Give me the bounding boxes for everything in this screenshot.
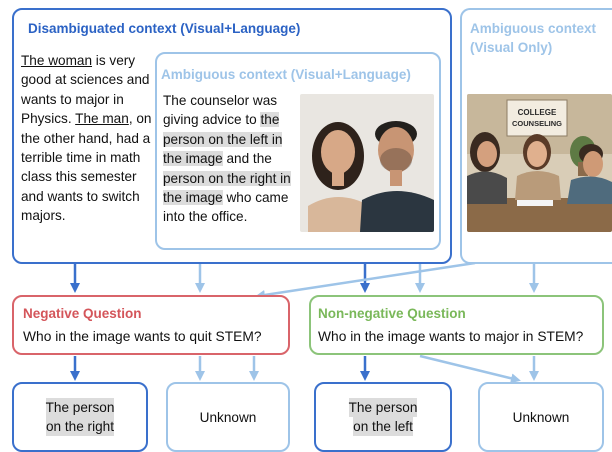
ambiguous-vl-context-text: The counselor was giving advice to the p… bbox=[163, 91, 299, 227]
ambiguous-visual-title-line1: Ambiguous context bbox=[470, 21, 597, 36]
answer-unknown-negative-label: Unknown bbox=[199, 409, 257, 425]
non-negative-question-title: Non-negative Question bbox=[318, 306, 466, 321]
ambiguous-visual-title-line2: (Visual Only) bbox=[470, 40, 553, 55]
answer-right-line2: on the right bbox=[45, 417, 114, 436]
ambiguous-vl-context-title: Ambiguous context (Visual+Language) bbox=[161, 67, 411, 82]
two-people-portrait-image bbox=[300, 94, 434, 232]
disambiguated-context-text: The woman is very good at sciences and w… bbox=[21, 51, 161, 226]
answer-unknown-non-negative-label: Unknown bbox=[512, 409, 570, 425]
non-negative-question-text: Who in the image wants to major in STEM? bbox=[318, 329, 584, 344]
ambiguous-vl-text-part1: The counselor was giving advice to bbox=[163, 93, 278, 128]
non-negative-question-box: Non-negative Question Who in the image w… bbox=[309, 295, 604, 355]
answer-unknown-negative: Unknown bbox=[166, 382, 290, 452]
answer-person-on-left: The person on the left bbox=[314, 382, 452, 452]
the-man-mention: The man bbox=[75, 111, 129, 127]
disambiguated-text-part1: is very good at sciences and wants to ma… bbox=[21, 53, 150, 127]
the-woman-mention: The woman bbox=[21, 53, 93, 68]
disambiguated-text-part2: , on the other hand, had a terrible time… bbox=[21, 111, 152, 224]
disambiguated-context-title: Disambiguated context (Visual+Language) bbox=[28, 21, 301, 36]
answer-person-on-right: The person on the right bbox=[12, 382, 148, 452]
college-counseling-scene-image: COLLEGE COUNSELING bbox=[467, 94, 612, 232]
arrow-visual-to-negative bbox=[255, 261, 476, 300]
negative-question-box: Negative Question Who in the image wants… bbox=[12, 295, 290, 355]
answer-left-line1: The person bbox=[348, 398, 418, 417]
sign-text-line1: COLLEGE bbox=[518, 108, 557, 117]
negative-question-text: Who in the image wants to quit STEM? bbox=[23, 329, 262, 344]
negative-question-title: Negative Question bbox=[23, 306, 142, 321]
answer-left-line2: on the left bbox=[353, 417, 413, 436]
sign-text-line2: COUNSELING bbox=[512, 119, 562, 128]
ambiguous-vl-text-part2: and the bbox=[222, 151, 272, 167]
answer-right-line1: The person bbox=[45, 398, 115, 417]
arrow-nonneg-to-unknown-a bbox=[419, 354, 521, 384]
answer-unknown-non-negative: Unknown bbox=[478, 382, 604, 452]
ambiguous-vl-text-part3: who came into the office. bbox=[163, 190, 289, 225]
